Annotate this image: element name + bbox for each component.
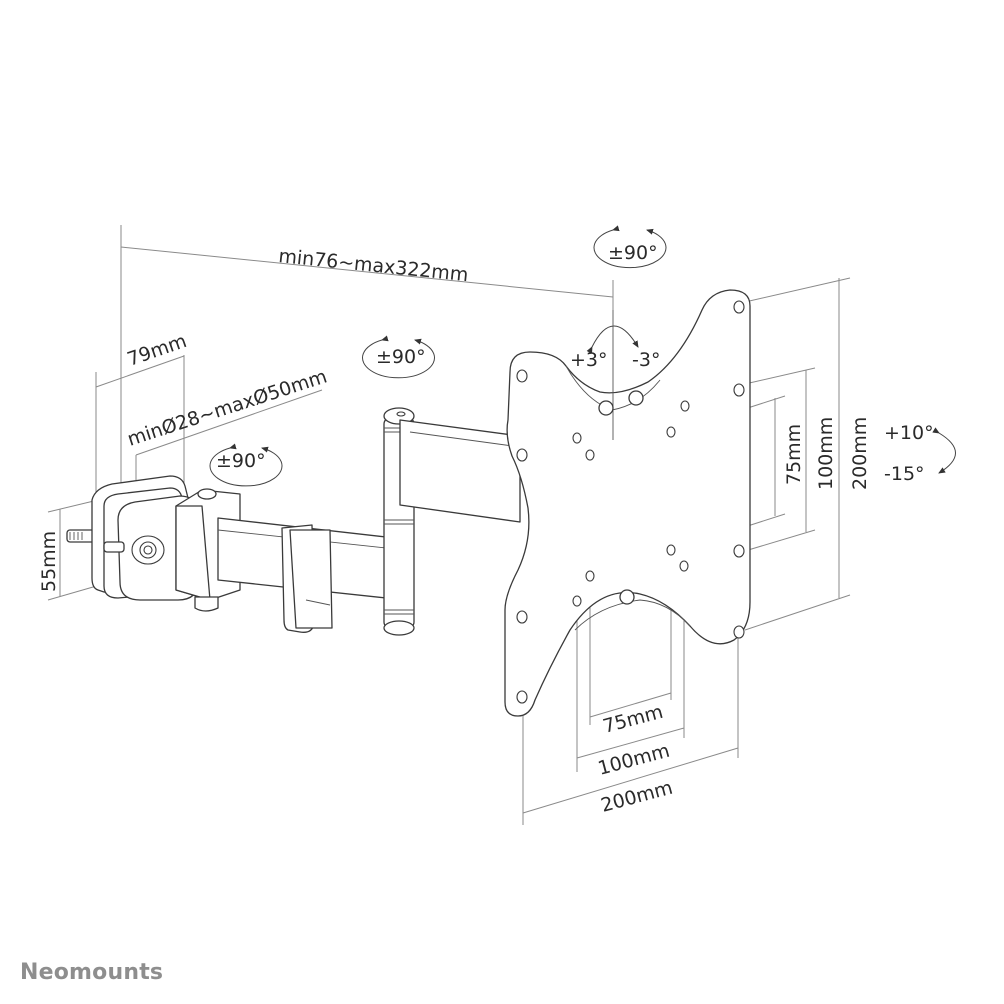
arm-segment-2: [399, 419, 521, 523]
arm-segment-1: [217, 517, 387, 633]
rotation-clamp-swivel: ±90°: [209, 443, 283, 487]
rotation-tilt: +10° -15°: [884, 422, 956, 485]
dimension-clamp-height: 55mm: [38, 499, 101, 601]
vesa-plate: [504, 289, 751, 717]
pole-diameter-label: minØ28~maxØ50mm: [125, 365, 330, 450]
vesa-v200-label: 200mm: [849, 417, 871, 490]
rotate-plus-label: +3°: [570, 349, 608, 371]
rotation-head-swivel: ±90°: [593, 225, 667, 269]
rotate-minus-label: -3°: [632, 349, 660, 371]
arm-swivel-label: ±90°: [376, 346, 426, 368]
dimension-vesa-vertical: 75mm 100mm 200mm: [672, 277, 871, 631]
clamp-screw: [66, 529, 96, 543]
clamp-swivel-label: ±90°: [216, 450, 266, 472]
vesa-v75-label: 75mm: [783, 424, 805, 485]
rotation-plate-rotate: +3° -3°: [570, 325, 660, 371]
vesa-v100-label: 100mm: [815, 417, 837, 490]
brand-logo: Neomounts: [20, 960, 164, 985]
arm-reach-label: min76~max322mm: [277, 245, 469, 286]
vesa-h100-label: 100mm: [596, 740, 672, 780]
rotation-arm-swivel: ±90°: [362, 335, 435, 379]
vesa-h75-label: 75mm: [601, 701, 666, 738]
clamp-height-label: 55mm: [38, 531, 60, 592]
tilt-down-label: -15°: [884, 463, 925, 485]
tilt-up-label: +10°: [884, 422, 934, 444]
head-swivel-label: ±90°: [608, 242, 658, 264]
clamp-depth-label: 79mm: [124, 330, 189, 371]
vesa-h200-label: 200mm: [599, 777, 675, 817]
